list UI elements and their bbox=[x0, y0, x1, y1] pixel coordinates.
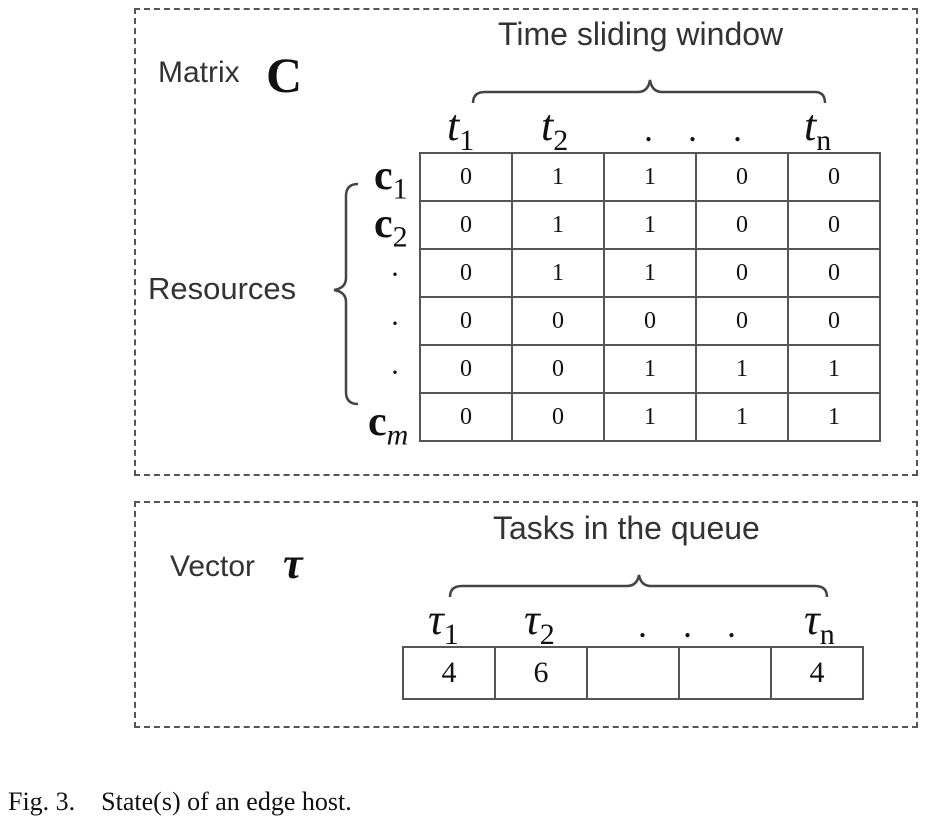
matrix-cell: 0 bbox=[695, 200, 789, 250]
col-header-dot: . bbox=[644, 109, 653, 149]
matrix-cell: 0 bbox=[695, 296, 789, 346]
matrix-row: 0 0 0 0 0 bbox=[419, 296, 881, 346]
vector-cell: 4 bbox=[770, 646, 864, 700]
matrix-row: 0 1 1 0 0 bbox=[419, 200, 881, 250]
vector-label: Vector bbox=[170, 550, 256, 583]
col-header-t2: t2 bbox=[541, 101, 569, 157]
vector-cell: 4 bbox=[402, 646, 496, 700]
matrix-cell: 0 bbox=[419, 344, 513, 394]
matrix-cell: 1 bbox=[603, 344, 697, 394]
matrix-label: Matrix bbox=[158, 56, 240, 89]
matrix-cell: 0 bbox=[511, 392, 605, 442]
matrix-cell: 0 bbox=[787, 152, 881, 202]
matrix-cell: 1 bbox=[511, 152, 605, 202]
matrix-cell: 0 bbox=[419, 296, 513, 346]
matrix-row: 0 0 1 1 1 bbox=[419, 344, 881, 394]
vector-cell bbox=[678, 646, 772, 700]
matrix-cell: 1 bbox=[787, 344, 881, 394]
resources-brace bbox=[333, 182, 359, 406]
vec-header-dot: . bbox=[638, 605, 647, 645]
queue-label: Tasks in the queue bbox=[493, 510, 760, 546]
matrix-grid: 0 1 1 0 0 0 1 1 0 0 0 1 1 0 0 0 0 0 0 0 … bbox=[419, 152, 881, 442]
col-header-t1: t1 bbox=[447, 101, 475, 157]
queue-brace bbox=[448, 574, 829, 598]
matrix-cell: 0 bbox=[419, 392, 513, 442]
vector-row: 4 6 4 bbox=[402, 646, 864, 700]
col-header-dot: . bbox=[733, 109, 742, 149]
matrix-cell: 0 bbox=[787, 296, 881, 346]
window-label: Time sliding window bbox=[498, 16, 784, 52]
matrix-cell: 0 bbox=[787, 248, 881, 298]
col-header-tn: tn bbox=[804, 101, 832, 157]
matrix-cell: 0 bbox=[511, 344, 605, 394]
matrix-cell: 0 bbox=[695, 248, 789, 298]
matrix-cell: 0 bbox=[419, 248, 513, 298]
vector-symbol: τ bbox=[283, 539, 303, 588]
row-header-dot: · bbox=[390, 258, 400, 291]
matrix-cell: 1 bbox=[511, 248, 605, 298]
matrix-row: 0 0 1 1 1 bbox=[419, 392, 881, 442]
vec-header-dot: . bbox=[727, 605, 736, 645]
vec-header-tau1: τ1 bbox=[428, 595, 459, 651]
matrix-cell: 1 bbox=[695, 344, 789, 394]
matrix-cell: 1 bbox=[603, 392, 697, 442]
matrix-row: 0 1 1 0 0 bbox=[419, 152, 881, 202]
matrix-cell: 1 bbox=[603, 200, 697, 250]
matrix-cell: 0 bbox=[603, 296, 697, 346]
row-header-dot: · bbox=[390, 356, 400, 389]
matrix-cell: 0 bbox=[511, 296, 605, 346]
row-header-dot: · bbox=[390, 307, 400, 340]
vector-cell: 6 bbox=[494, 646, 588, 700]
vector-grid: 4 6 4 bbox=[402, 646, 864, 700]
matrix-row: 0 1 1 0 0 bbox=[419, 248, 881, 298]
vector-panel bbox=[134, 501, 918, 728]
matrix-panel bbox=[134, 8, 918, 476]
vec-header-dot: . bbox=[683, 605, 692, 645]
matrix-cell: 0 bbox=[787, 200, 881, 250]
matrix-symbol: C bbox=[266, 47, 303, 103]
matrix-cell: 1 bbox=[603, 248, 697, 298]
col-header-dot: . bbox=[688, 109, 697, 149]
row-header-cm: cm bbox=[368, 399, 409, 452]
matrix-cell: 1 bbox=[787, 392, 881, 442]
row-header-c1: c1 bbox=[374, 153, 408, 206]
matrix-cell: 1 bbox=[603, 152, 697, 202]
resources-label: Resources bbox=[148, 271, 297, 306]
figure-caption: Fig. 3. State(s) of an edge host. bbox=[8, 787, 352, 816]
matrix-cell: 0 bbox=[419, 200, 513, 250]
vec-header-tau2: τ2 bbox=[524, 595, 555, 651]
matrix-cell: 0 bbox=[695, 152, 789, 202]
window-brace bbox=[471, 79, 827, 104]
matrix-cell: 0 bbox=[419, 152, 513, 202]
vec-header-taun: τn bbox=[804, 595, 835, 651]
row-header-c2: c2 bbox=[374, 201, 408, 254]
matrix-cell: 1 bbox=[511, 200, 605, 250]
vector-cell bbox=[586, 646, 680, 700]
matrix-cell: 1 bbox=[695, 392, 789, 442]
